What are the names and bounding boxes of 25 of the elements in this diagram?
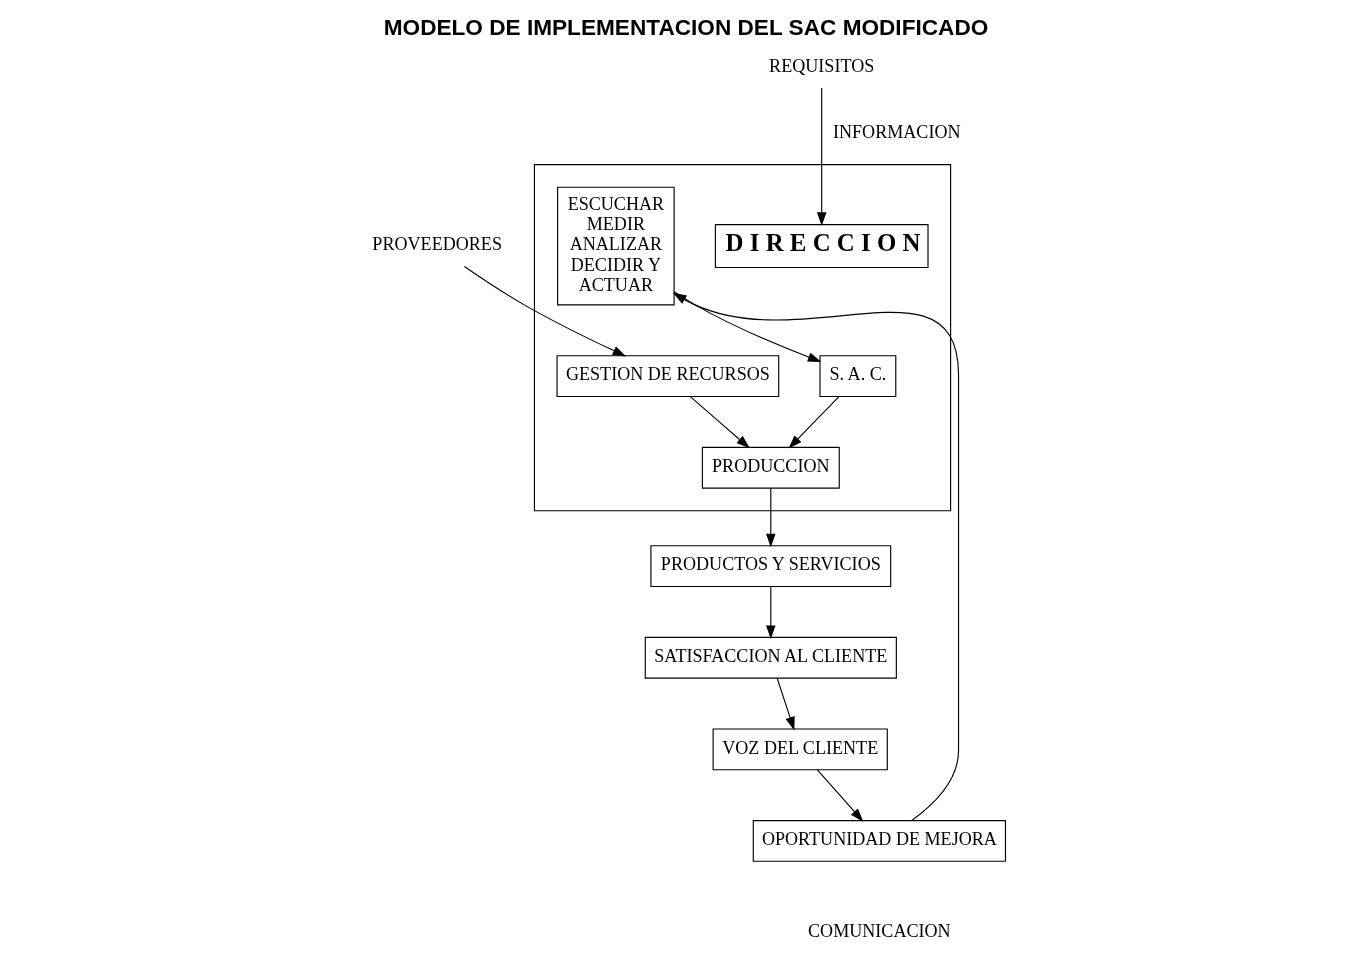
node-box: PRODUCCION <box>701 446 840 489</box>
arrow <box>689 396 750 449</box>
arrow <box>766 586 776 639</box>
label: COMUNICACION <box>808 920 951 941</box>
edge-label: INFORMACION <box>833 122 961 143</box>
arrow <box>766 487 776 548</box>
diagram-title: MODELO DE IMPLEMENTACION DEL SAC MODIFICADO <box>383 14 989 40</box>
node-box: GESTION DE RECURSOS <box>556 355 780 398</box>
node-box: ESCUCHAR MEDIR ANALIZAR DECIDIR Y ACTUAR <box>557 186 675 306</box>
arrow <box>463 266 627 357</box>
arrow <box>673 291 822 362</box>
arrow <box>776 677 795 731</box>
node-box: SATISFACCION AL CLIENTE <box>644 636 897 679</box>
arrow <box>816 769 864 822</box>
node-box: OPORTUNIDAD DE MEJORA <box>752 820 1007 862</box>
cluster <box>533 164 952 512</box>
node-box: D I R E C C I O N <box>714 224 929 269</box>
node-box: VOZ DEL CLIENTE <box>712 728 888 771</box>
arrow <box>816 87 827 226</box>
arrow <box>788 396 840 449</box>
node-box: PRODUCTOS Y SERVICIOS <box>650 545 892 588</box>
node-text: PROVEEDORES <box>372 234 502 255</box>
node-box: S. A. C. <box>819 355 897 398</box>
node-text: REQUISITOS <box>769 55 875 76</box>
arrow <box>672 292 960 821</box>
